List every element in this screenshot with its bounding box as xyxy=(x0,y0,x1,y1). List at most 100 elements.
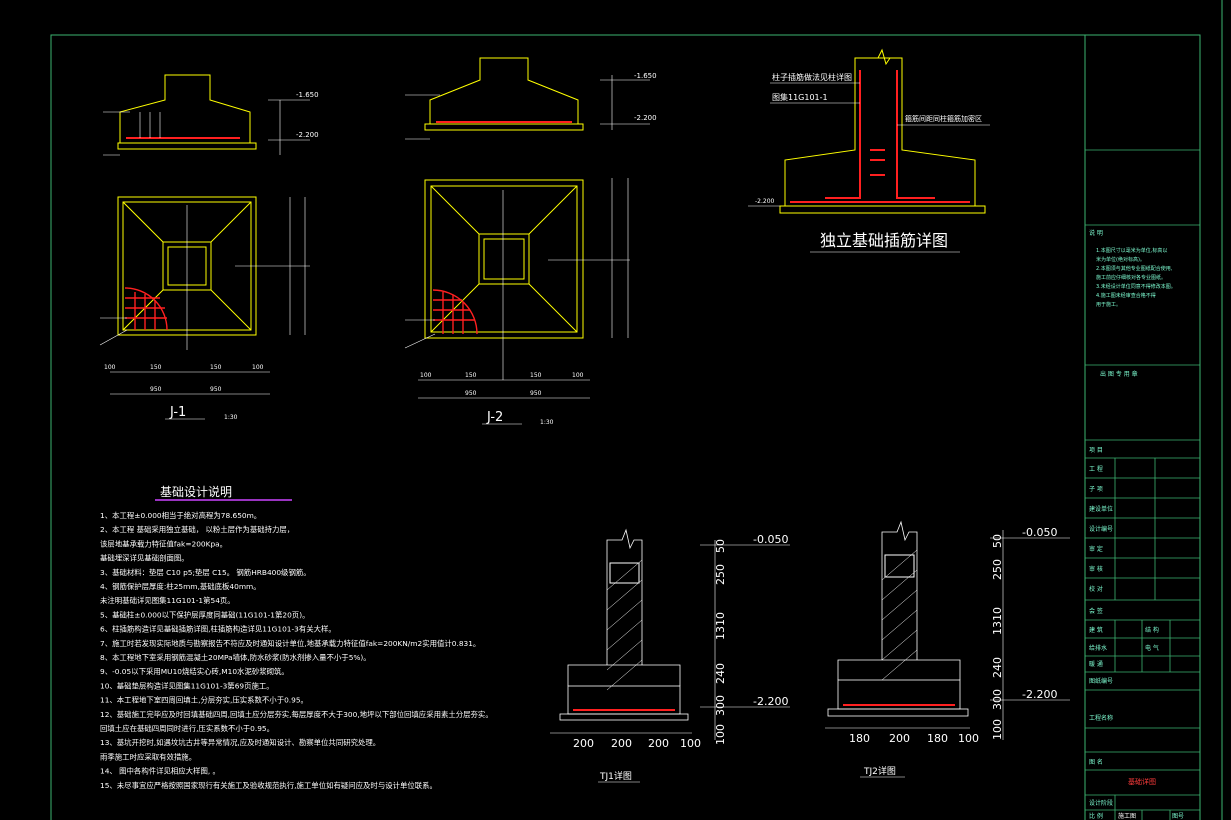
note-item: 14、 图中各构件详见相应大样图, 。 xyxy=(100,767,220,776)
tb-field-date: 工程名称 xyxy=(1089,714,1113,722)
wall-footing-tj1: -0.050 -2.200 50 250 1310 240 300 100 20… xyxy=(550,528,790,783)
j1-elev-top: -1.650 xyxy=(296,91,319,99)
detail-note1: 柱子插筋做法见柱详图 xyxy=(772,72,852,82)
tb-bottom-3: 施工图 xyxy=(1118,812,1136,820)
j2-plan xyxy=(424,179,584,339)
tj1-dim-r1: 50 xyxy=(714,539,727,553)
note-item: 12、基础施工完毕应及时回填基础四周,回填土应分层夯实,每层厚度不大于300,地… xyxy=(100,710,493,719)
title-block-note: 施工前应仔细核对各专业图纸。 xyxy=(1096,274,1166,281)
tj2-dim-b3: 180 xyxy=(927,732,948,745)
wall-footing-tj2: -0.050 -2.200 50 250 1310 240 300 100 18… xyxy=(825,520,1070,778)
tb-sign-2c: 电 气 xyxy=(1145,644,1159,652)
tb-row-5: 设计编号 xyxy=(1089,525,1113,533)
tb-sign-3a: 暖 通 xyxy=(1089,660,1103,668)
title-block-note: 3.未经设计单位同意不得修改本图。 xyxy=(1096,283,1176,290)
tb-field-project: 图纸编号 xyxy=(1089,677,1113,685)
tb-bottom-1: 设计阶段 xyxy=(1089,799,1113,807)
j1-dim-c2: 950 xyxy=(210,386,222,393)
j1-dims: 100 150 150 100 950 950 xyxy=(104,364,264,393)
note-item: 该层地基承载力特征值fak=200Kpa。 xyxy=(100,539,227,548)
rebar-detail: 柱子插筋做法见柱详图 图集11G101-1 箍筋间距同柱箍筋加密区 -2.200… xyxy=(748,48,990,253)
tj1-elev-top: -0.050 xyxy=(753,533,788,546)
tj1-dim-b1: 200 xyxy=(573,737,594,750)
drawing-frame xyxy=(50,0,1223,820)
tj1-elev-bottom: -2.200 xyxy=(753,695,788,708)
tb-sign-2a: 给排水 xyxy=(1089,644,1107,652)
note-item: 10、基础垫层构造详见图集11G101-3第69页施工。 xyxy=(100,681,274,690)
tj1-dim-r5: 300 xyxy=(714,695,727,716)
tj2-elev-top: -0.050 xyxy=(1022,526,1057,539)
j1-dim-b1: 100 xyxy=(104,364,116,371)
tb-bottom-5: 图号 xyxy=(1172,813,1184,820)
j1-section xyxy=(117,74,257,150)
tb-sign-1c: 结 构 xyxy=(1145,626,1159,634)
j1-scale: 1:30 xyxy=(224,414,238,421)
tj2-dim-r6: 100 xyxy=(991,719,1004,740)
title-block-note: 1.本图尺寸以毫米为单位,标高以 xyxy=(1096,247,1167,254)
note-item: 1、本工程±0.000相当于绝对高程为78.650m。 xyxy=(100,511,261,520)
note-item: 未注明基础详见图集11G101-1第54页。 xyxy=(100,596,235,605)
note-item: 6、柱插筋构造详见基础插筋详图,柱插筋构造详见11G101-3有关大样。 xyxy=(100,625,336,634)
tb-bottom2-1: 比 例 xyxy=(1089,812,1103,820)
tj2-dim-b2: 200 xyxy=(889,732,910,745)
j2-elev-top: -1.650 xyxy=(634,72,657,80)
tb-row-6: 审 定 xyxy=(1089,545,1103,553)
design-notes: 基础设计说明 1、本工程±0.000相当于绝对高程为78.650m。 2、本工程 … xyxy=(100,484,493,790)
tj1-dim-r2: 250 xyxy=(714,564,727,585)
tb-row-4: 建设单位 xyxy=(1089,505,1113,513)
note-item: 2、本工程 基础采用独立基础， 以粉土层作为基础持力层， xyxy=(100,525,294,534)
tb-countersign: 会 签 xyxy=(1089,607,1103,615)
foundation-j2: -1.650 -2.200 xyxy=(404,57,657,426)
j2-dim-c1: 950 xyxy=(465,390,477,397)
notes-title: 基础设计说明 xyxy=(160,484,232,499)
j2-dim-b3: 150 xyxy=(530,372,542,379)
note-item: 13、基坑开挖时,如遇坟坑古井等异常情况,应及时通知设计、勘察单位共同研究处理。 xyxy=(100,738,380,747)
j2-dim-b2: 150 xyxy=(465,372,477,379)
tb-drawing-name-label: 图 名 xyxy=(1089,758,1103,766)
tj2-dim-r5: 300 xyxy=(991,689,1004,710)
tb-row-1: 项 目 xyxy=(1089,447,1103,454)
note-item: 3、基础材料：垫层 C10 p5;垫层 C15。 钢筋HRB400级钢筋。 xyxy=(100,568,311,577)
tj2-label: TJ2详图 xyxy=(863,765,896,777)
detail-title: 独立基础插筋详图 xyxy=(820,231,948,250)
tj1-dim-r6: 100 xyxy=(714,724,727,745)
title-block-note: 米为单位(绝对标高)。 xyxy=(1096,256,1145,263)
note-item: 4、钢筋保护层厚度:柱25mm,基础底板40mm。 xyxy=(100,582,261,591)
title-block-note: 2.本图须与其他专业图纸配合使用, xyxy=(1096,265,1173,272)
j1-rebar-mesh xyxy=(124,287,168,331)
title-block xyxy=(1085,149,1200,820)
tb-row-7: 审 核 xyxy=(1089,565,1103,573)
tj2-dim-b1: 180 xyxy=(849,732,870,745)
tj2-dim-r2: 250 xyxy=(991,559,1004,580)
note-item: 7、施工时若发现实际地质与勘察报告不符应及时通知设计单位,地基承载力特征值fak… xyxy=(100,639,480,648)
tj2-dim-r3: 1310 xyxy=(991,607,1004,635)
j1-label: J-1 xyxy=(169,405,186,420)
detail-note3: 箍筋间距同柱箍筋加密区 xyxy=(905,114,982,123)
title-block-note: 用于施工。 xyxy=(1096,301,1121,308)
title-block-note: 4.施工图未经审查合格不得 xyxy=(1096,292,1156,299)
tb-drawing-name: 基础详图 xyxy=(1128,777,1156,786)
j1-dim-b4: 100 xyxy=(252,364,264,371)
j1-elev-bottom: -2.200 xyxy=(296,131,319,139)
j1-dim-c1: 950 xyxy=(150,386,162,393)
note-item: 15、未尽事宜应严格按照国家现行有关施工及验收规范执行,施工单位如有疑问应及时与… xyxy=(100,781,437,790)
j2-dim-b4: 100 xyxy=(572,372,584,379)
j1-dim-b2: 150 xyxy=(150,364,162,371)
j2-elev-bottom: -2.200 xyxy=(634,114,657,122)
j2-dim-c2: 950 xyxy=(530,390,542,397)
note-item: 回填土应在基础四周同时进行,压实系数不小于0.95。 xyxy=(100,724,274,733)
tb-section-stamp: 出 图 专 用 章 xyxy=(1100,370,1138,378)
note-item: 基础埋深详见基础剖面图。 xyxy=(100,554,189,563)
note-item: 8、本工程地下室采用钢筋混凝土20MPa墙体,防水砂浆(防水剂掺入量不小于5%)… xyxy=(100,653,371,662)
foundation-j1: -1.650 -2.200 xyxy=(99,74,319,421)
tj1-dim-r4: 240 xyxy=(714,663,727,684)
tj1-dim-r3: 1310 xyxy=(714,612,727,640)
tb-row-2: 工 程 xyxy=(1089,465,1103,473)
note-item: 9、-0.05以下采用MU10烧结实心砖,M10水泥砂浆砌筑。 xyxy=(100,667,289,676)
tb-row-3: 子 项 xyxy=(1089,486,1103,493)
tj2-elev-bottom: -2.200 xyxy=(1022,688,1057,701)
tb-sign-1a: 建 筑 xyxy=(1089,626,1103,634)
note-item: 雨季施工时应采取有效措施。 xyxy=(100,752,196,761)
tj1-dim-b3: 200 xyxy=(648,737,669,750)
